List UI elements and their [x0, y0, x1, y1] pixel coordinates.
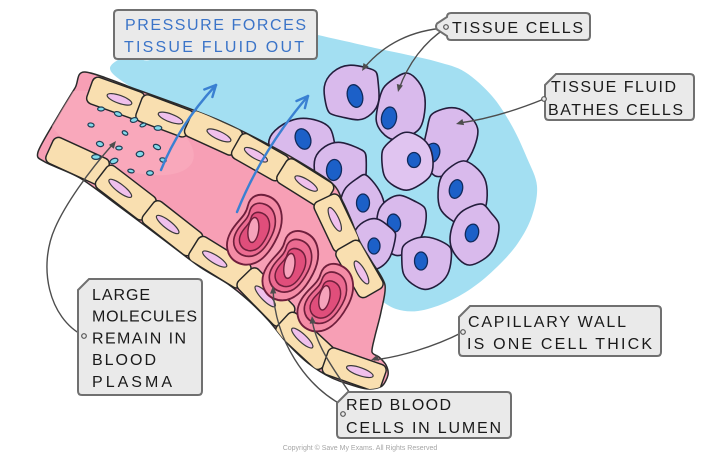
svg-text:TISSUE FLUID OUT: TISSUE FLUID OUT [124, 39, 304, 56]
svg-text:PLASMA: PLASMA [92, 374, 172, 391]
svg-text:LARGE: LARGE [92, 287, 150, 304]
svg-text:TISSUE FLUID: TISSUE FLUID [551, 79, 676, 96]
svg-text:Copyright © Save My Exams. All: Copyright © Save My Exams. All Rights Re… [283, 444, 438, 452]
svg-text:TISSUE CELLS: TISSUE CELLS [452, 20, 583, 37]
svg-text:CAPILLARY WALL: CAPILLARY WALL [468, 314, 626, 331]
svg-text:REMAIN IN: REMAIN IN [92, 330, 186, 347]
svg-text:PRESSURE FORCES: PRESSURE FORCES [125, 17, 306, 34]
svg-text:BATHES CELLS: BATHES CELLS [548, 102, 683, 119]
svg-text:MOLECULES: MOLECULES [92, 309, 197, 326]
svg-text:RED BLOOD: RED BLOOD [346, 397, 451, 414]
svg-text:IS ONE CELL THICK: IS ONE CELL THICK [467, 336, 652, 353]
svg-text:BLOOD: BLOOD [92, 352, 156, 369]
svg-text:CELLS IN LUMEN: CELLS IN LUMEN [346, 420, 501, 437]
